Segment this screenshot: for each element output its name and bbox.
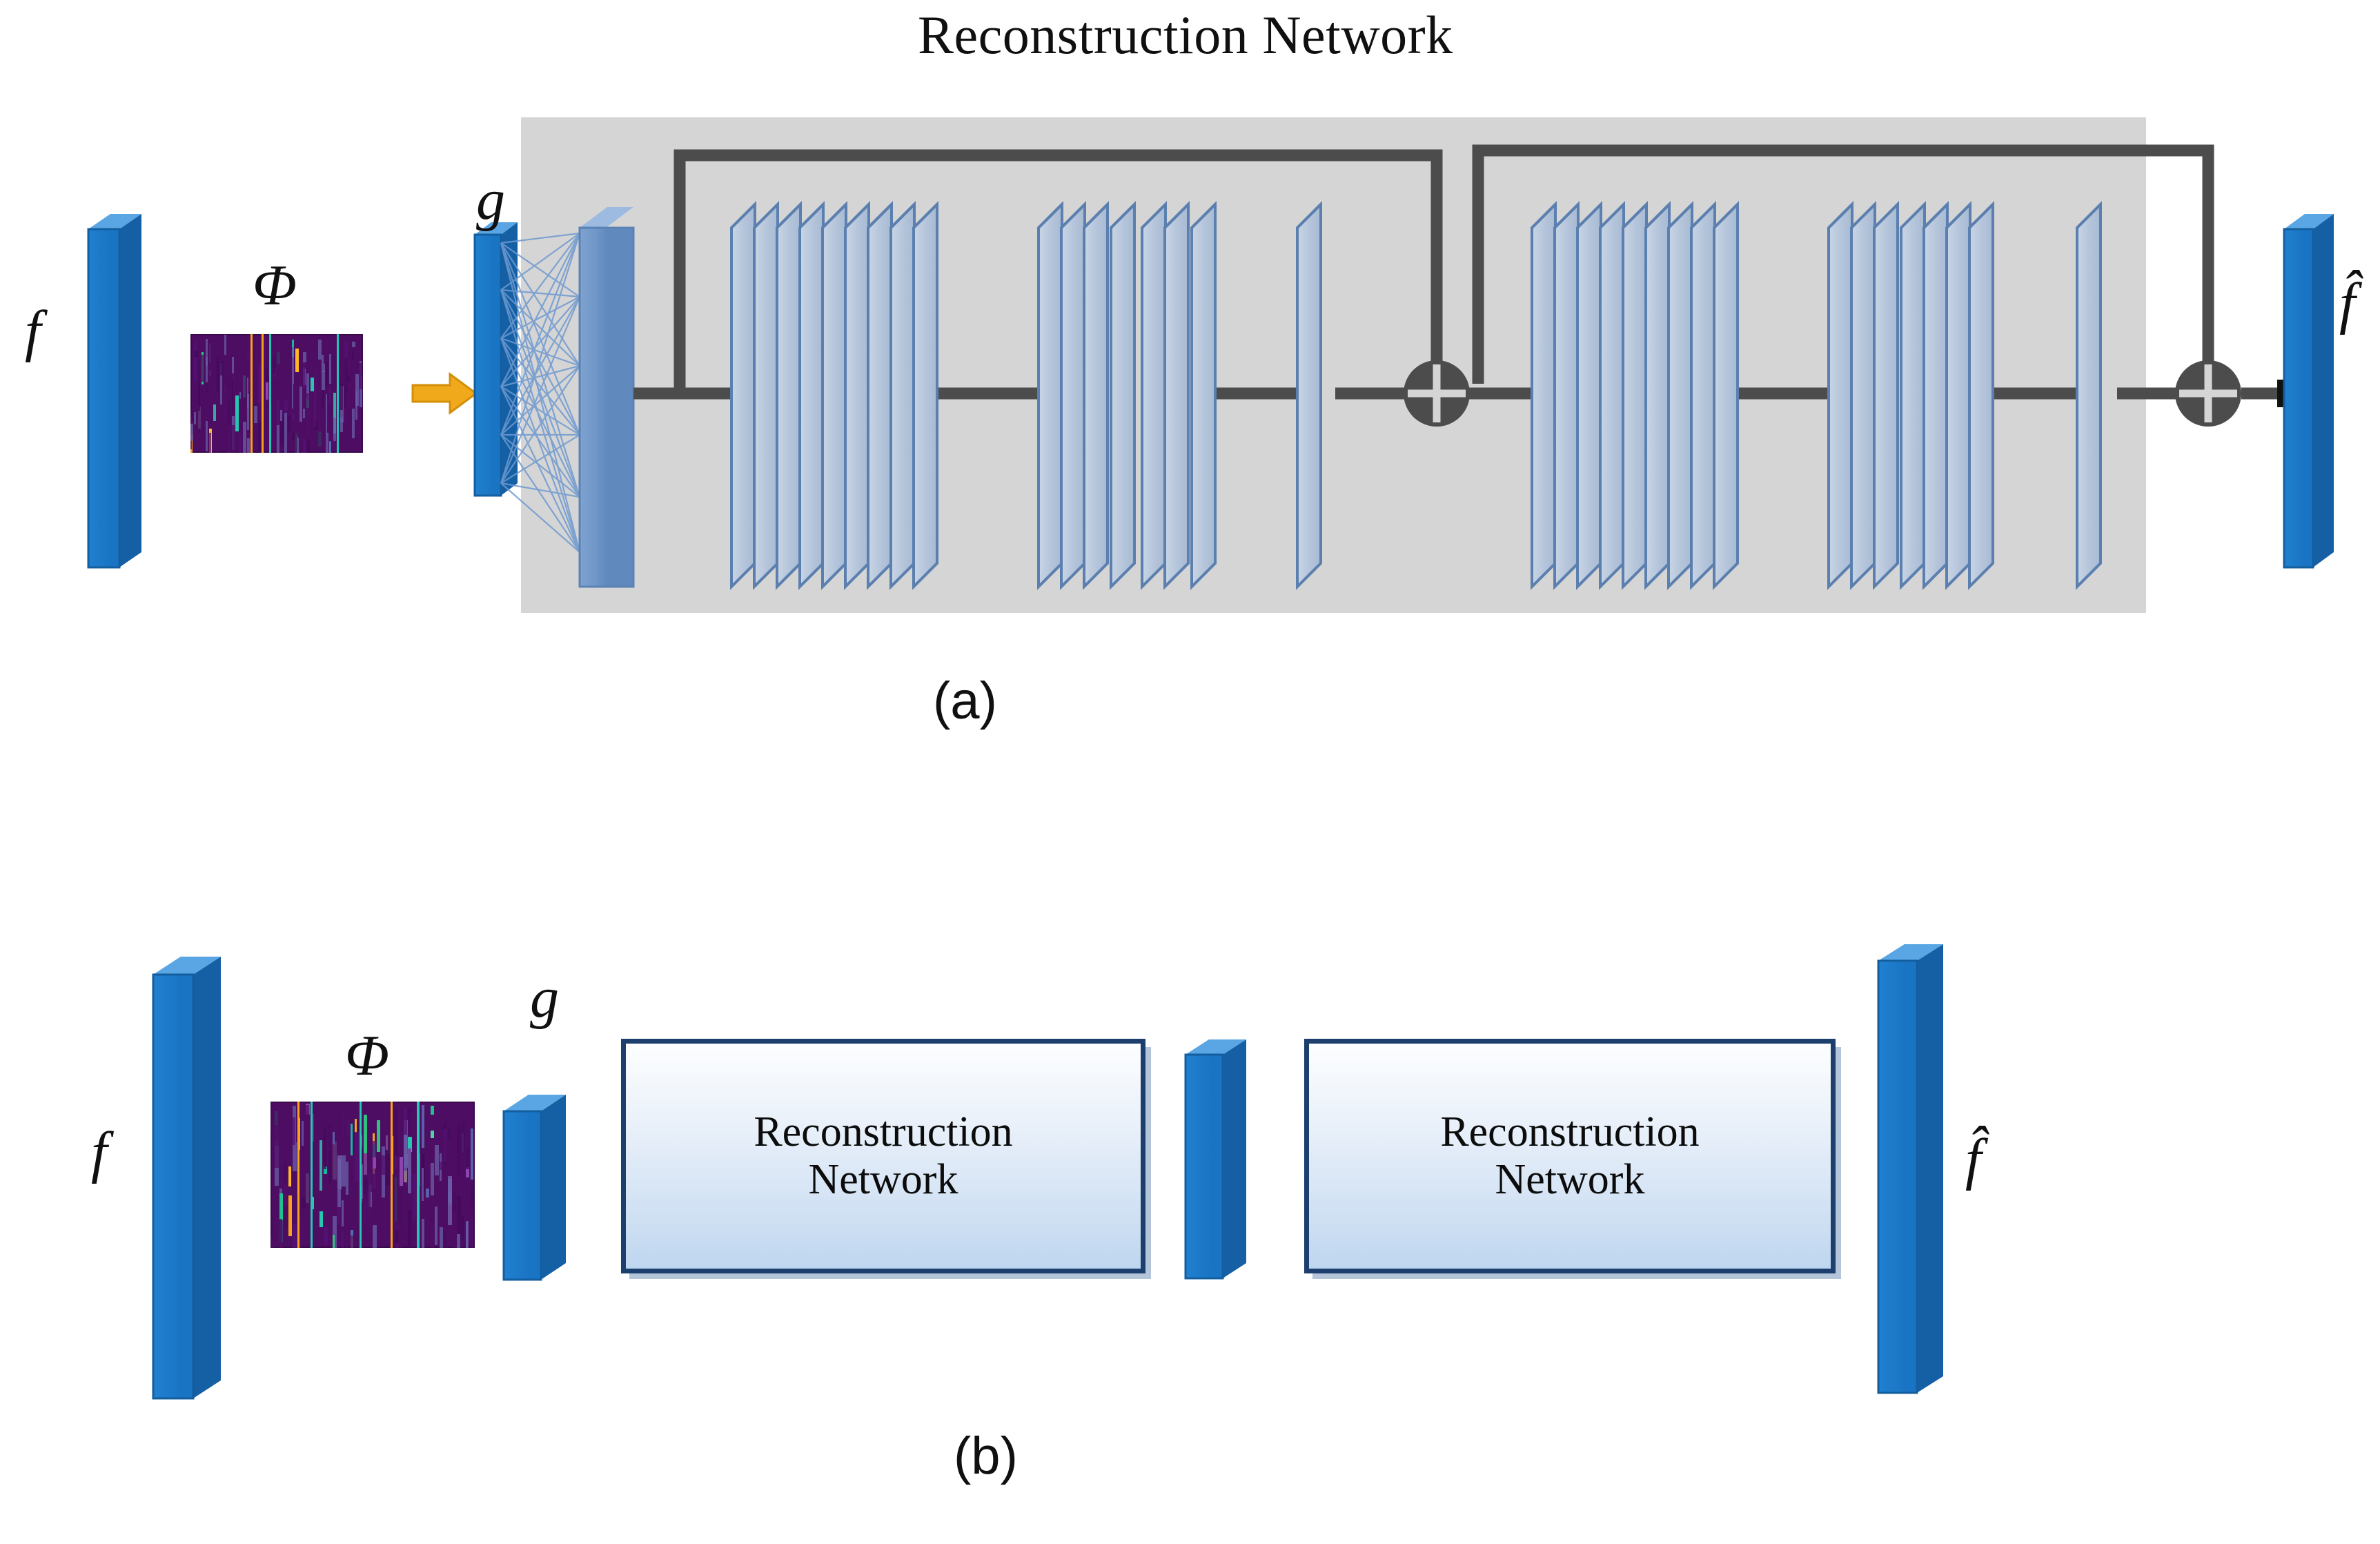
- initial-reconstruction-slab: [578, 207, 635, 588]
- panel-b-caption: (b): [954, 1427, 1018, 1485]
- label-g-b: g: [530, 966, 559, 1030]
- input-bar-f-a: [87, 214, 141, 569]
- add-node-2: [2175, 360, 2241, 427]
- conv-stack-4: [1827, 203, 1994, 588]
- conv-single-2: [2076, 203, 2102, 588]
- fully-connected-connections: [500, 232, 581, 553]
- rn-box1-line1: Reconstruction: [754, 1108, 1013, 1155]
- reconstruction-network-box-2-label: Reconstruction Network: [1309, 1044, 1831, 1269]
- measurement-bar-g-b: [502, 1095, 566, 1281]
- reconstruction-network-box-2[interactable]: Reconstruction Network: [1304, 1039, 1836, 1273]
- reconstruction-network-box-1-label: Reconstruction Network: [626, 1044, 1141, 1269]
- label-phi-b: Φ: [345, 1024, 389, 1088]
- skip-connection-2: [1472, 144, 2214, 384]
- skip-connection-1: [673, 149, 1443, 393]
- rn-box1-line2: Network: [808, 1156, 958, 1203]
- label-f-b: f: [91, 1120, 108, 1184]
- orange-arrow-icon: [411, 372, 478, 415]
- rn-box2-line2: Network: [1495, 1156, 1645, 1203]
- add-node-1: [1404, 360, 1470, 427]
- label-f-a: f: [25, 299, 41, 363]
- panel-a-title: Reconstruction Network: [918, 5, 1453, 65]
- label-fhat-a: f̂: [2339, 271, 2356, 335]
- label-phi-a: Φ: [253, 253, 297, 317]
- conv-single-1: [1296, 203, 1322, 588]
- label-g-a: g: [476, 168, 505, 232]
- input-bar-f-b: [152, 957, 221, 1400]
- panel-a-caption: (a): [933, 672, 997, 730]
- intermediate-bar-b: [1184, 1039, 1246, 1280]
- label-fhat-b: f̂: [1965, 1127, 1982, 1191]
- rn-box2-line1: Reconstruction: [1440, 1108, 1700, 1155]
- sensing-matrix-phi-b: [271, 1102, 475, 1248]
- output-bar-fhat-b: [1877, 944, 1943, 1394]
- output-bar-fhat-a: [2283, 214, 2334, 569]
- conv-stack-3: [1531, 203, 1739, 588]
- conv-stack-2: [1037, 203, 1217, 588]
- sensing-matrix-phi-a: [190, 334, 363, 453]
- reconstruction-network-box-1[interactable]: Reconstruction Network: [621, 1039, 1145, 1273]
- conv-stack-1: [730, 203, 938, 588]
